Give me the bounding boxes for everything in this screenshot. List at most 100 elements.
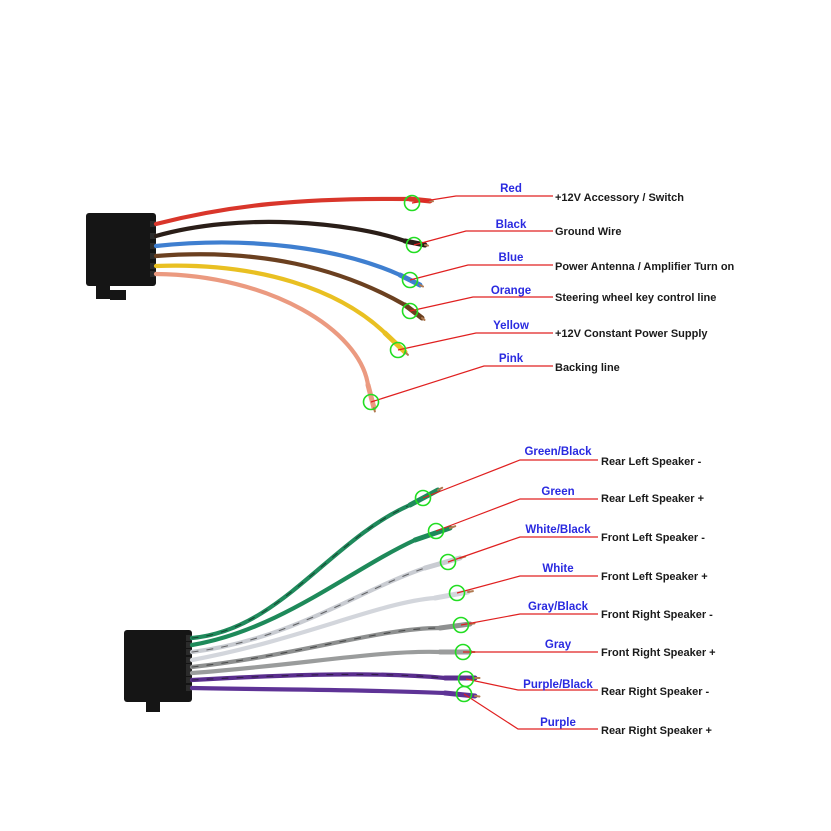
wire-white	[189, 595, 438, 663]
color-label-purple: Purple	[540, 717, 576, 729]
wire-red	[153, 196, 413, 227]
wire-stripe-purple-black	[191, 673, 446, 681]
leader-line-yellow	[397, 332, 553, 351]
wire-end-white	[432, 589, 471, 601]
leader-line-green-black	[422, 459, 598, 499]
wire-tip-black	[424, 244, 429, 247]
marker-circle-white-black	[439, 553, 457, 571]
marker-circle-orange	[401, 302, 419, 320]
top-connector-plug	[86, 213, 156, 286]
wire-tip-orange	[421, 317, 426, 321]
color-label-red: Red	[500, 183, 522, 195]
leader-line-purple	[463, 693, 598, 730]
bottom-connector-pin	[186, 677, 192, 683]
leader-line-red	[411, 195, 553, 204]
marker-circle-white	[448, 584, 466, 602]
marker-circle-gray	[454, 643, 472, 661]
function-label-orange: Steering wheel key control line	[555, 292, 716, 304]
wire-stripe-white-black	[191, 567, 426, 653]
leader-line-gray-black	[460, 613, 598, 626]
color-label-black: Black	[496, 219, 527, 231]
function-label-green-black: Rear Left Speaker -	[601, 456, 702, 468]
wire-stripe-green-black	[191, 504, 411, 639]
leader-line-white-black	[447, 536, 598, 563]
function-label-white: Front Left Speaker +	[601, 571, 708, 583]
bottom-connector-tab	[146, 700, 160, 712]
color-label-blue: Blue	[499, 252, 524, 264]
wire-tip-gray-black	[469, 622, 476, 625]
function-label-red: +12V Accessory / Switch	[555, 192, 684, 204]
function-label-yellow: +12V Constant Power Supply	[555, 328, 708, 340]
bottom-connector-pin	[186, 685, 192, 691]
function-label-green: Rear Left Speaker +	[601, 493, 704, 505]
color-label-white: White	[542, 563, 573, 575]
bottom-connector-pin	[186, 642, 192, 648]
wire-end-pink	[365, 382, 377, 411]
function-label-white-black: Front Left Speaker -	[601, 532, 705, 544]
marker-circle-blue	[401, 271, 419, 289]
function-label-blue: Power Antenna / Amplifier Turn on	[555, 261, 735, 273]
leader-line-purple-black	[465, 678, 598, 691]
top-connector-pin	[150, 243, 156, 249]
bottom-connector-pin	[186, 670, 192, 676]
marker-circle-black	[405, 236, 423, 254]
marker-circle-pink	[362, 393, 380, 411]
bottom-connector-pin	[186, 664, 192, 670]
leader-line-pink	[370, 365, 553, 403]
bottom-connector-pin	[186, 635, 192, 641]
wire-tip-green-black	[437, 486, 444, 491]
wire-black	[153, 219, 408, 244]
wire-pink	[153, 271, 371, 388]
wire-green-black	[189, 502, 413, 641]
marker-circle-green-black	[414, 489, 432, 507]
function-label-black: Ground Wire	[555, 226, 622, 238]
bottom-connector-pin	[186, 657, 192, 663]
color-label-yellow: Yellow	[493, 320, 529, 332]
leader-line-black	[413, 230, 553, 246]
bottom-connector-plug	[124, 630, 192, 702]
leader-line-orange	[409, 296, 553, 312]
wire-green	[189, 537, 418, 648]
top-connector-tab	[96, 285, 110, 299]
color-label-gray: Gray	[545, 639, 572, 651]
function-label-pink: Backing line	[555, 362, 620, 374]
wire-end-orange	[402, 302, 425, 321]
wire-stripe-gray-black	[191, 627, 441, 668]
wire-gray	[189, 649, 443, 676]
wire-end-purple	[442, 690, 478, 699]
marker-circle-green	[427, 522, 445, 540]
marker-circle-red	[403, 194, 421, 212]
bottom-connector-pin	[186, 649, 192, 655]
top-connector-tab	[110, 290, 126, 300]
color-label-gray-black: Gray/Black	[528, 601, 589, 613]
function-label-gray-black: Front Right Speaker -	[601, 609, 713, 621]
wire-tip-white	[467, 590, 474, 593]
marker-circle-gray-black	[452, 616, 470, 634]
leader-line-green	[435, 498, 598, 532]
function-label-purple: Rear Right Speaker +	[601, 725, 712, 737]
marker-circle-yellow	[389, 341, 407, 359]
color-label-purple-black: Purple/Black	[523, 679, 593, 691]
leader-line-blue	[409, 264, 553, 281]
top-connector-pin	[150, 233, 156, 239]
wire-yellow	[153, 263, 388, 336]
top-connector-pin	[150, 253, 156, 259]
top-connector-pin	[150, 263, 156, 269]
wire-white-black	[189, 565, 428, 655]
function-label-gray: Front Right Speaker +	[601, 647, 716, 659]
color-label-green-black: Green/Black	[524, 446, 592, 458]
color-label-orange: Orange	[491, 285, 531, 297]
wire-orange	[153, 252, 408, 308]
marker-circle-purple	[455, 685, 473, 703]
color-label-pink: Pink	[499, 353, 524, 365]
function-label-purple-black: Rear Right Speaker -	[601, 686, 710, 698]
color-label-white-black: White/Black	[525, 524, 591, 536]
wire-tip-green	[449, 525, 457, 529]
leader-line-white	[456, 575, 598, 594]
wire-purple	[189, 685, 448, 696]
wire-tip-blue	[419, 284, 424, 288]
top-connector-pin	[150, 271, 156, 277]
